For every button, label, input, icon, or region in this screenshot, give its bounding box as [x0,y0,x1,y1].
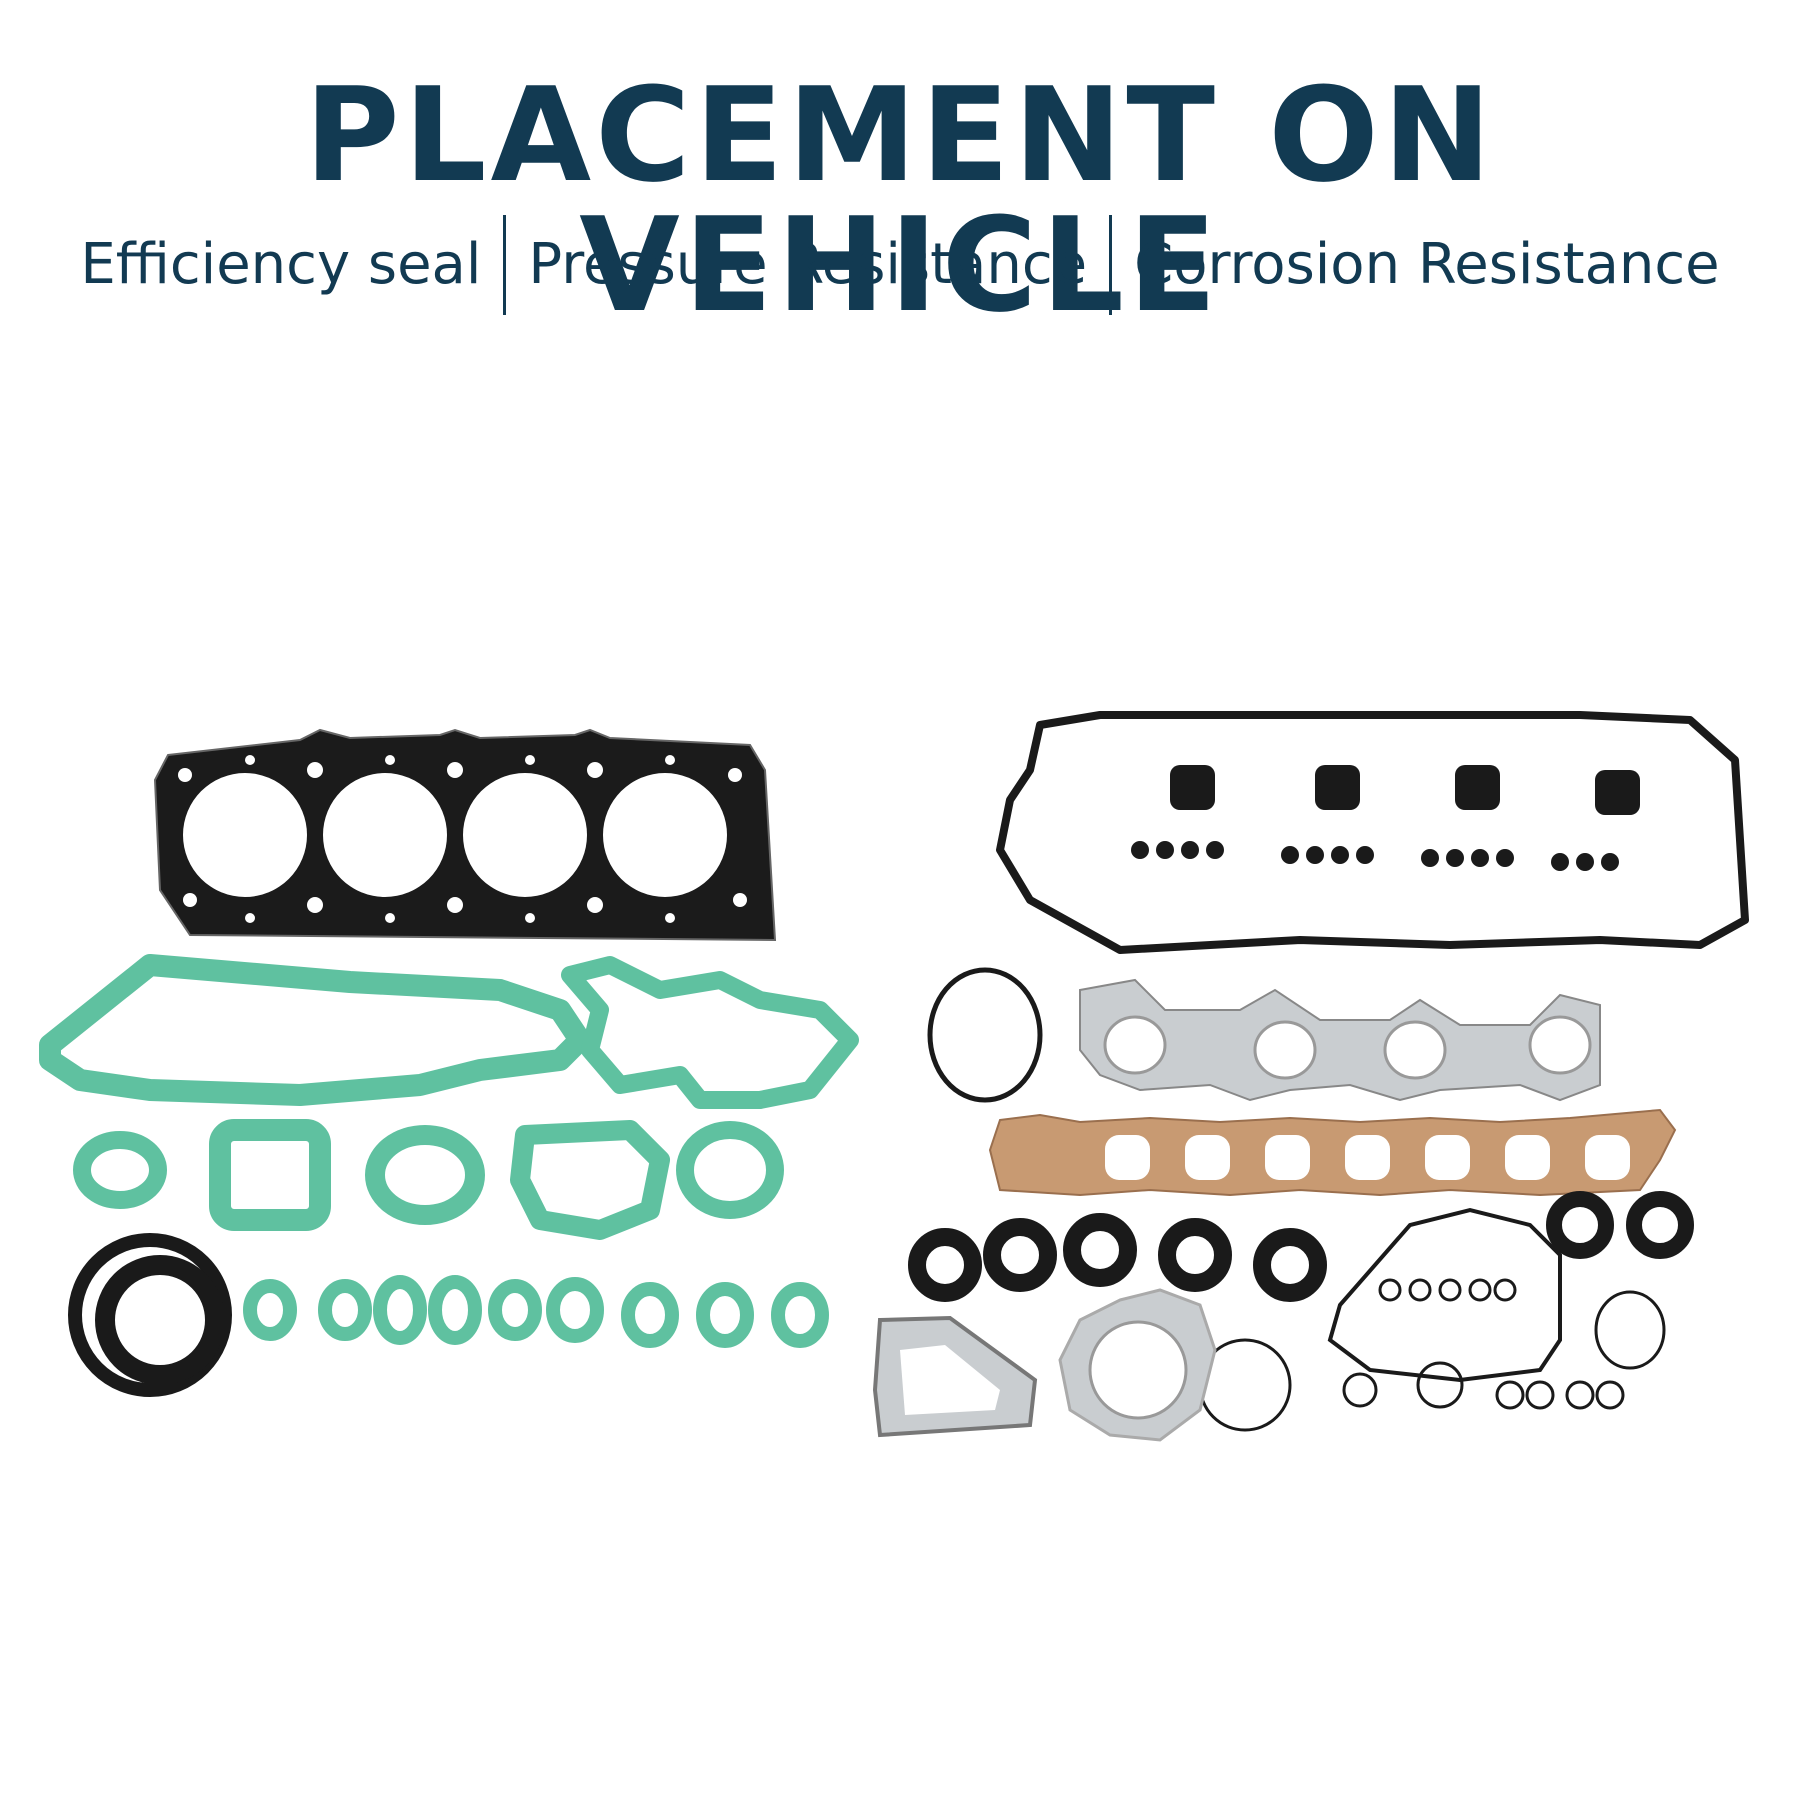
feature-pressure-resistance: Pressure Resistance [528,232,1088,297]
gasket-kit-photo [39,711,1749,1442]
crankshaft-seals [68,1233,232,1397]
cylinder-head-gasket [153,728,777,942]
feature-divider [503,215,507,315]
fiber-gasket-group [39,954,859,1348]
exhaust-manifold-gasket [1079,978,1601,1102]
feature-corrosion-resistance: Corrosion Resistance [1134,232,1720,297]
turbo-gaskets [872,1288,1217,1442]
feature-divider [1109,215,1113,315]
small-o-rings [1198,1278,1666,1432]
intake-manifold-gasket [988,1108,1677,1197]
valve-cover-gasket [996,711,1749,954]
oil-pump-gasket [1327,1207,1562,1383]
oil-seals [908,1191,1694,1302]
o-ring [927,967,1043,1103]
feature-efficiency-seal: Efficiency seal [80,232,482,297]
feature-strip: Efficiency seal Pressure Resistance Corr… [0,210,1800,320]
